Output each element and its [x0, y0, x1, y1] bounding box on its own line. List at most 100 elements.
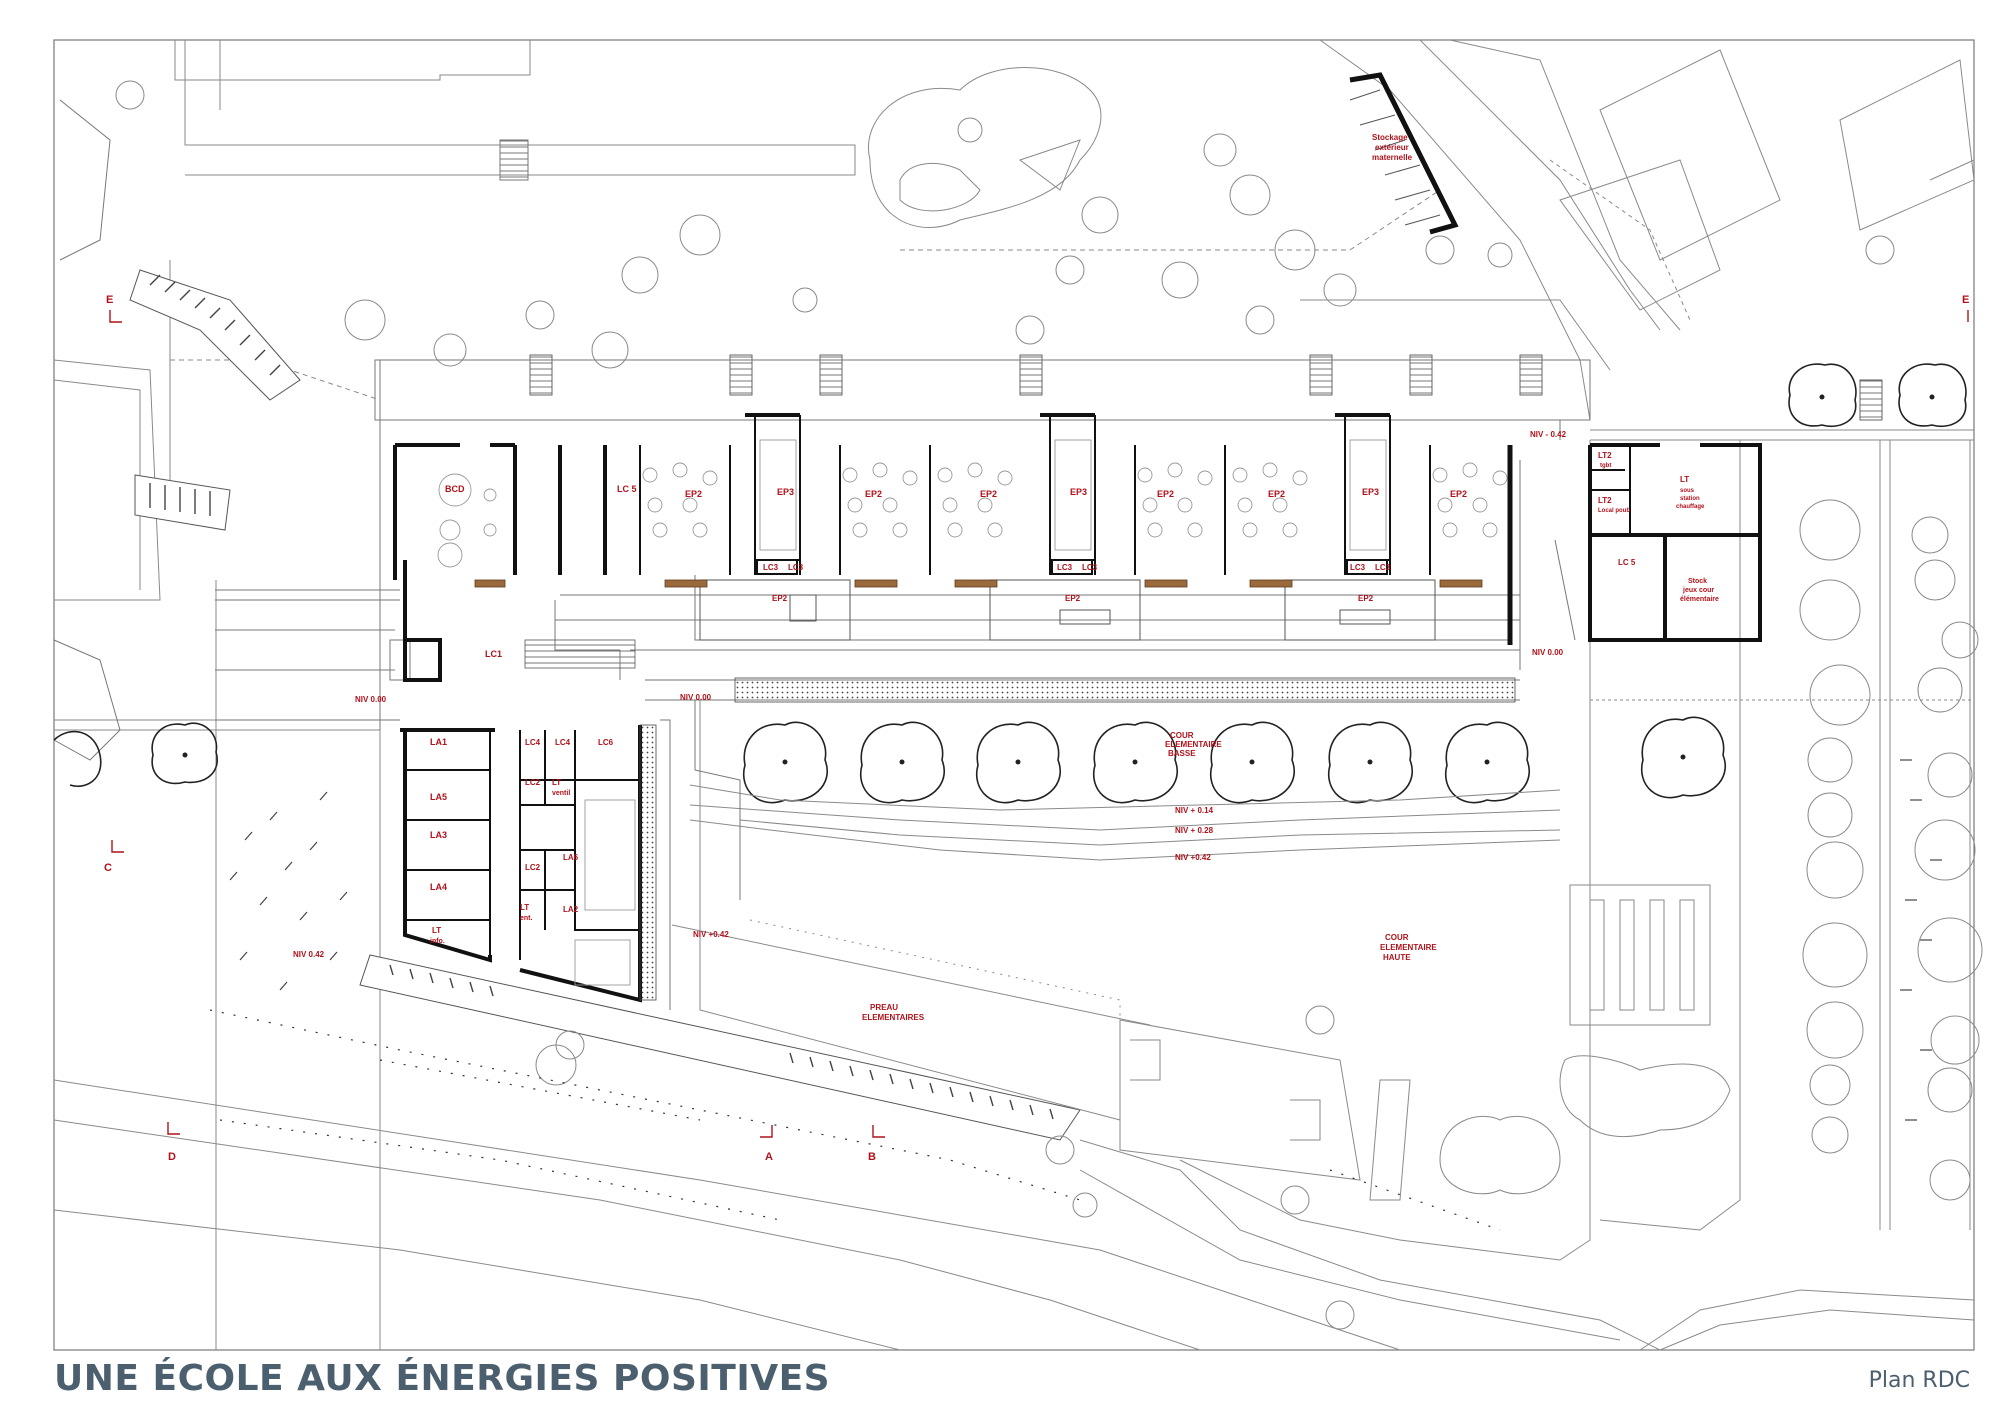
- room-lc4-2: LC4: [555, 738, 571, 747]
- court-haute-l2: ELEMENTAIRE: [1380, 943, 1437, 952]
- section-d: D: [168, 1151, 176, 1163]
- court-preau-l1: PREAU: [870, 1003, 898, 1012]
- room-lc3-3: LC3: [1057, 563, 1073, 572]
- room-ep2-5: EP2: [1268, 489, 1285, 499]
- room-lt-chauf-sub1: sous: [1680, 488, 1695, 494]
- room-ep2-lower-2: EP2: [1065, 594, 1081, 603]
- lc3-blocks: [756, 559, 1388, 575]
- playground: [868, 67, 1102, 228]
- terrain-lines: [671, 700, 1731, 1201]
- room-la3: LA3: [430, 830, 447, 840]
- level-042-c: NIV 0.42: [293, 950, 325, 959]
- room-lt2-tgbt-sub: tgbt: [1600, 463, 1611, 469]
- room-lt-info-sub: info.: [430, 938, 445, 945]
- room-lc3-5: LC3: [1350, 563, 1366, 572]
- level-labels: NIV - 0.42 NIV 0.00 NIV 0.00 NIV 0.00 NI…: [293, 430, 1567, 959]
- room-labels: BCD LC 5 EP2 EP3 EP2 EP2 EP3 EP2 EP2 EP3…: [430, 133, 1719, 945]
- section-e2: E: [1962, 294, 1969, 306]
- room-ep2-lower-3: EP2: [1358, 594, 1374, 603]
- bold-outer-walls: [1349, 72, 1513, 645]
- wood-benches: [474, 579, 1483, 588]
- section-c: C: [104, 862, 112, 874]
- room-stock-l2: jeux cour: [1682, 587, 1714, 594]
- room-lc5-b: LC 5: [1618, 558, 1636, 567]
- room-stockage-l1: Stockage: [1372, 133, 1408, 142]
- drawing-frame: [53, 39, 1975, 1351]
- room-ep2-1: EP2: [685, 489, 702, 499]
- room-stock-l1: Stock: [1688, 578, 1707, 585]
- court-basse-l3: BASSE: [1168, 749, 1196, 758]
- court-preau-l2: ELEMENTAIRES: [862, 1013, 925, 1022]
- planting-strip-short: [639, 724, 657, 1001]
- level-m042: NIV - 0.42: [1530, 430, 1567, 439]
- room-la2: LA2: [563, 905, 579, 914]
- room-lt2-poub: LT2: [1598, 496, 1612, 505]
- section-markers: [109, 310, 1969, 1138]
- stair-lc1: [524, 639, 636, 669]
- level-042-a: NIV +0.42: [1175, 853, 1211, 862]
- page-title: UNE ÉCOLE AUX ÉNERGIES POSITIVES: [54, 1358, 831, 1399]
- room-ep2-3: EP2: [980, 489, 997, 499]
- room-ep3-3: EP3: [1362, 487, 1379, 497]
- room-lc4-1: LC4: [525, 738, 541, 747]
- room-lc3-6: LC3: [1375, 563, 1391, 572]
- building-walls: [393, 413, 1762, 1003]
- room-lc1: LC1: [485, 649, 502, 659]
- level-000-b: NIV 0.00: [355, 695, 387, 704]
- section-e: E: [106, 294, 113, 306]
- room-lt-chauf-sub2: station: [1680, 496, 1700, 502]
- room-lc5: LC 5: [617, 484, 637, 494]
- room-ep2-2: EP2: [865, 489, 882, 499]
- room-ep3-2: EP3: [1070, 487, 1087, 497]
- section-a: A: [765, 1151, 773, 1163]
- bike-racks: [53, 99, 1081, 1141]
- rack-ticks: [149, 274, 1054, 1120]
- room-lc2-1: LC2: [525, 778, 541, 787]
- plan-subtitle: Plan RDC: [1868, 1368, 1970, 1393]
- room-lc3-1: LC3: [763, 563, 779, 572]
- court-haute-l3: HAUTE: [1383, 953, 1411, 962]
- room-ep2-lower-1: EP2: [772, 594, 788, 603]
- ep2-wings: [699, 579, 1436, 641]
- room-ep2-4: EP2: [1157, 489, 1174, 499]
- grass-marks: [229, 759, 1942, 1121]
- furniture: [437, 439, 1508, 986]
- room-lt-chauf-sub3: chauffage: [1676, 504, 1705, 510]
- room-lc3-2: LC3: [788, 563, 804, 572]
- room-lc3-4: LC3: [1082, 563, 1098, 572]
- storage-boxes: [1349, 89, 1441, 226]
- court-haute-l1: COUR: [1385, 933, 1409, 942]
- level-042-b: NIV +0.42: [693, 930, 729, 939]
- dashed-paths: [209, 1009, 1501, 1231]
- room-bcd: BCD: [445, 484, 465, 494]
- room-lt2-tgbt: LT2: [1598, 451, 1612, 460]
- room-lc6: LC6: [598, 738, 614, 747]
- room-la4: LA4: [430, 882, 447, 892]
- room-lt-info: LT: [432, 926, 441, 935]
- room-stockage-l3: maternelle: [1372, 153, 1413, 162]
- court-labels: COUR ELEMENTAIRE BASSE COUR ELEMENTAIRE …: [862, 731, 1437, 1022]
- level-014: NIV + 0.14: [1175, 806, 1214, 815]
- room-stock-l3: élémentaire: [1680, 596, 1719, 603]
- room-ep3-1: EP3: [777, 487, 794, 497]
- planting-strip-long: [734, 677, 1516, 703]
- room-lc2-2: LC2: [525, 863, 541, 872]
- room-la1: LA1: [430, 737, 447, 747]
- room-lt-ventil: LT: [552, 778, 561, 787]
- north-stair-blocks: [529, 354, 1883, 421]
- room-lt2-poub-sub: Local poub: [1598, 508, 1630, 514]
- room-lt-ent: LT: [520, 903, 529, 912]
- court-basse-l1: COUR: [1170, 731, 1194, 740]
- court-basse-l2: ELEMENTAIRE: [1165, 740, 1222, 749]
- room-la6: LA6: [563, 853, 579, 862]
- tree-centers: [182, 394, 1935, 765]
- room-lt-ent-sub: ent.: [520, 915, 533, 922]
- level-000-c: NIV 0.00: [680, 693, 712, 702]
- room-lt-ventil-sub: ventil: [552, 790, 570, 797]
- level-028: NIV + 0.28: [1175, 826, 1214, 835]
- context-lines: [53, 39, 1975, 1351]
- section-labels: E C D A B E: [104, 294, 1969, 1163]
- section-b: B: [868, 1151, 876, 1163]
- room-lt-chauf: LT: [1680, 475, 1689, 484]
